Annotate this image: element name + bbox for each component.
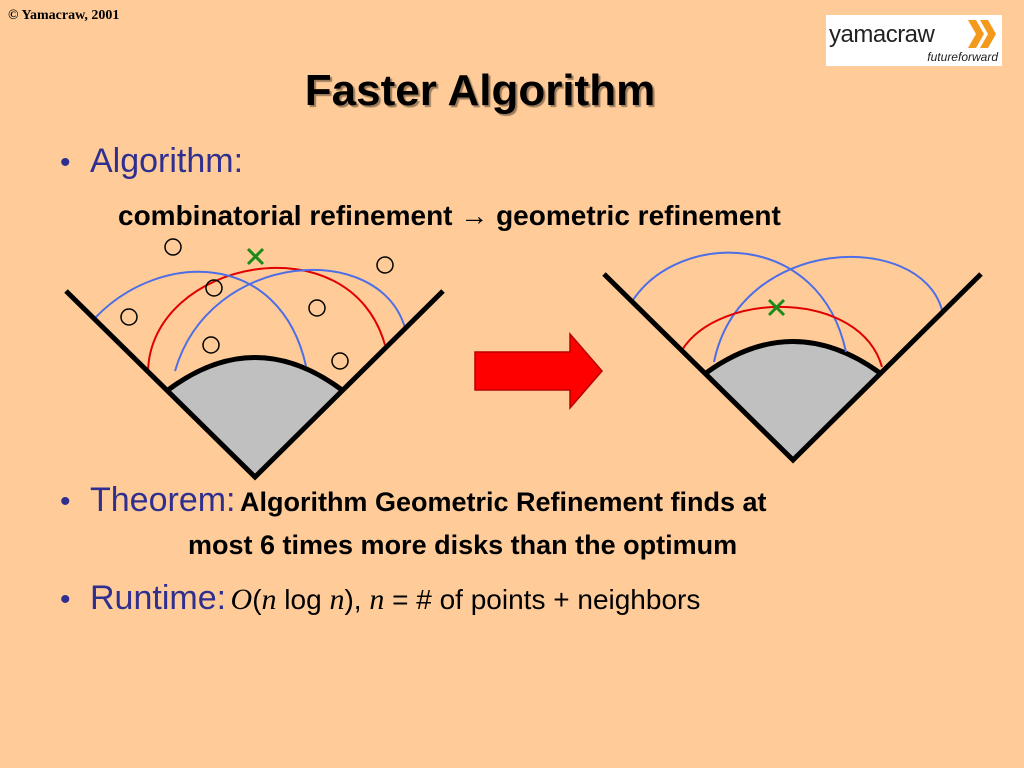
formula-n-variable: n [369,583,385,616]
point-circle [308,299,326,317]
logo-tagline: futureforward [927,50,998,64]
right-wedge [602,272,983,464]
right-arrow-icon [474,331,603,411]
copyright-notice: © Yamacraw, 2001 [8,8,120,23]
point-circle [120,308,138,326]
formula-close-paren: ) [344,584,354,615]
formula-n: n [329,583,345,616]
point-circle [376,256,394,274]
left-obstacle [168,357,342,477]
formula-log: log [284,584,322,615]
left-obstacle-boundary [166,355,344,393]
left-panel [64,238,445,481]
bullet-algorithm: • Algorithm: [60,142,243,181]
runtime-formula: O(n log n), n = # of points + neighbors [230,583,701,616]
left-red-arc [147,267,386,373]
bullet-runtime: •Runtime: O(n log n), n = # of points + … [60,579,700,618]
right-obstacle-boundary [704,339,882,376]
bullet-theorem-label: Theorem: [90,481,236,519]
slide-title: Faster Algorithm [304,66,656,115]
formula-open-paren: ( [252,584,262,615]
right-panel [602,251,983,464]
point-circle [164,238,182,256]
point-circle [205,279,223,297]
bullet-algorithm-label: Algorithm: [90,142,244,180]
yamacraw-logo: yamacraw futureforward [826,15,1002,66]
left-wedge [64,289,445,481]
big-o-symbol: O [230,583,253,616]
bullet-runtime-label: Runtime: [90,579,227,617]
right-obstacle [706,341,880,460]
right-red-arc [681,306,883,368]
logo-wordmark: yamacraw [829,21,935,48]
cross-mark-icon [767,298,786,317]
chevron-logo-icon [968,20,996,48]
theorem-text-line2: most 6 times more disks than the optimum [188,530,738,560]
formula-n: n [261,583,277,616]
point-circle [202,336,220,354]
right-blue-arc-2 [713,256,943,363]
bullet-dot-icon: • [60,583,71,616]
runtime-definition: = # of points + neighbors [392,584,701,615]
right-blue-arc-1 [632,251,847,353]
bullet-dot-icon: • [60,485,71,518]
theorem-text-line1: Algorithm Geometric Refinement finds at [239,487,767,517]
algorithm-description: combinatorial refinement → geometric ref… [118,200,781,231]
bullet-theorem: • Theorem: Algorithm Geometric Refinement… [60,481,990,520]
cross-mark-icon [246,247,265,266]
formula-comma: , [353,584,362,615]
left-blue-arc-2 [174,268,406,372]
point-circle [331,352,349,370]
left-blue-arc-1 [94,270,307,367]
bullet-dot-icon: • [60,146,71,179]
